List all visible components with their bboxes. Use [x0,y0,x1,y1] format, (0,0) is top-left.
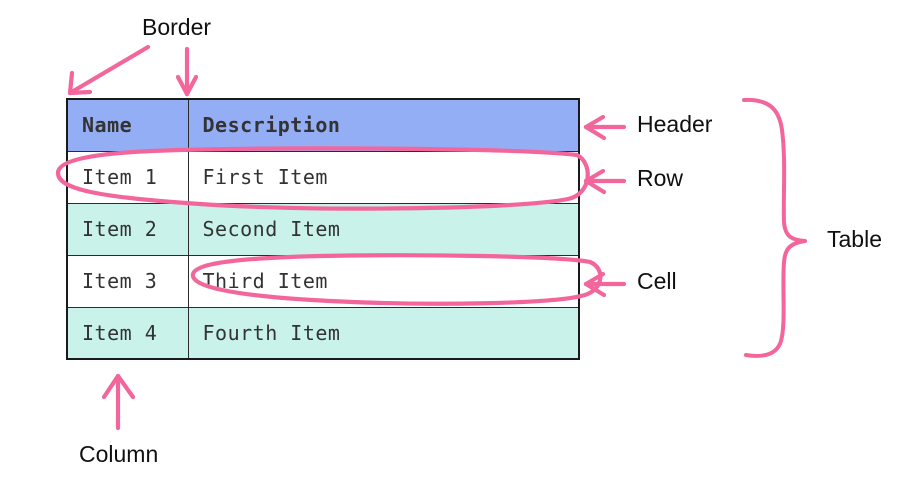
cell-description: Third Item [187,254,580,308]
cell-name: Item 2 [66,202,189,256]
cell-description: Fourth Item [187,306,580,360]
column-header-name: Name [66,98,189,152]
table-body: Item 1 First Item Item 2 Second Item Ite… [66,150,580,360]
cell-description: First Item [187,150,580,204]
table-row: Item 4 Fourth Item [66,306,580,360]
table-header: Name Description [66,98,580,152]
border-vertical-arrow-icon [175,46,199,97]
annotation-label-table: Table [827,226,882,252]
cell-description: Second Item [187,202,580,256]
column-arrow-icon [101,373,136,431]
border-diagonal-arrow-icon [67,44,151,96]
table-brace-icon [742,97,807,358]
cell-name: Item 3 [66,254,189,308]
cell-name: Item 1 [66,150,189,204]
table-row: Item 2 Second Item [66,202,580,256]
annotation-label-border: Border [142,14,212,40]
cell-name: Item 4 [66,306,189,360]
annotation-label-cell: Cell [637,268,677,294]
table-row: Item 3 Third Item [66,254,580,308]
annotation-label-row: Row [637,165,684,191]
cell-arrow-icon [583,271,627,298]
row-arrow-icon [583,168,627,195]
data-table: Name Description Item 1 First Item Item … [66,98,580,360]
header-arrow-icon [583,114,627,141]
annotation-label-column: Column [79,441,159,467]
table-header-row: Name Description [66,98,580,152]
annotation-label-header: Header [637,111,713,137]
column-header-description: Description [187,98,580,152]
table-row: Item 1 First Item [66,150,580,204]
